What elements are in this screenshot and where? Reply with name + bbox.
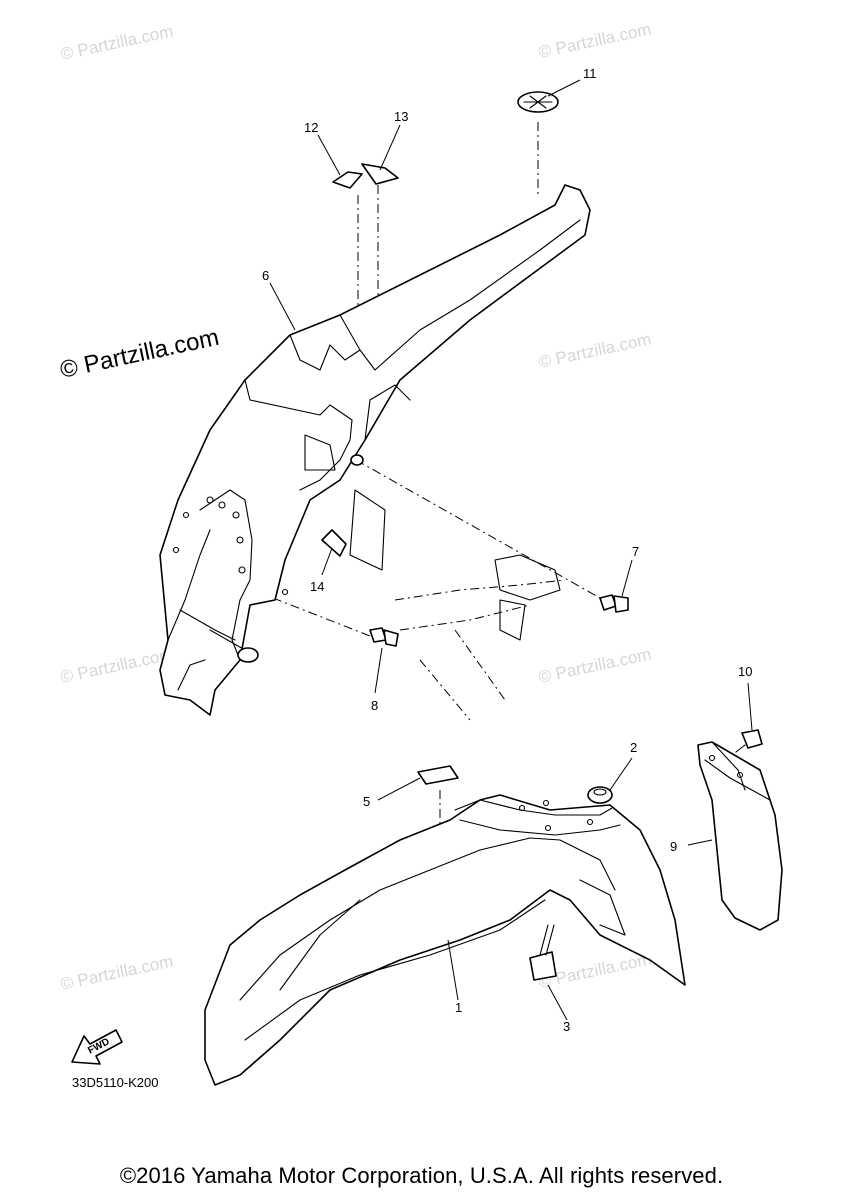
watermark-top-right: © Partzilla.com [537, 20, 653, 62]
diagram-code: 33D5110-K200 [72, 1075, 159, 1090]
watermark-top-left: © Partzilla.com [59, 22, 175, 64]
mud-flap [697, 741, 783, 931]
fasteners [321, 91, 763, 981]
screw-10 [741, 729, 763, 749]
copyright-notice: ©2016 Yamaha Motor Corporation, U.S.A. A… [119, 1163, 724, 1188]
decal-5 [417, 765, 459, 785]
frame-bracket [394, 554, 566, 721]
callout-7: 7 [632, 544, 639, 559]
decal-13 [361, 163, 399, 185]
callout-13: 13 [394, 109, 408, 124]
callout-8: 8 [371, 698, 378, 713]
callout-12: 12 [304, 120, 318, 135]
bolt-3 [529, 951, 557, 981]
callout-1: 1 [455, 1000, 462, 1015]
watermark-mid-left: © Partzilla.com [59, 645, 175, 687]
nut-14 [321, 529, 347, 557]
fwd-arrow: FWD [71, 1029, 123, 1065]
callout-6: 6 [262, 268, 269, 283]
callout-10: 10 [738, 664, 752, 679]
callout-5: 5 [363, 794, 370, 809]
front-fender [204, 794, 686, 1086]
callout-9: 9 [670, 839, 677, 854]
rear-fender [159, 184, 591, 716]
callout-14: 14 [310, 579, 324, 594]
callout-2: 2 [630, 740, 637, 755]
watermark-mid-right-2: © Partzilla.com [537, 645, 653, 687]
leader-lines [269, 79, 753, 1021]
watermark-main: © Partzilla.com [58, 324, 222, 384]
callout-3: 3 [563, 1019, 570, 1034]
decal-12 [332, 171, 363, 189]
watermark-mid-right: © Partzilla.com [537, 330, 653, 372]
callouts: 11 12 13 6 7 14 8 10 2 5 9 1 3 [262, 66, 752, 1034]
watermark-bottom-left: © Partzilla.com [59, 952, 175, 994]
callout-11: 11 [583, 66, 597, 81]
